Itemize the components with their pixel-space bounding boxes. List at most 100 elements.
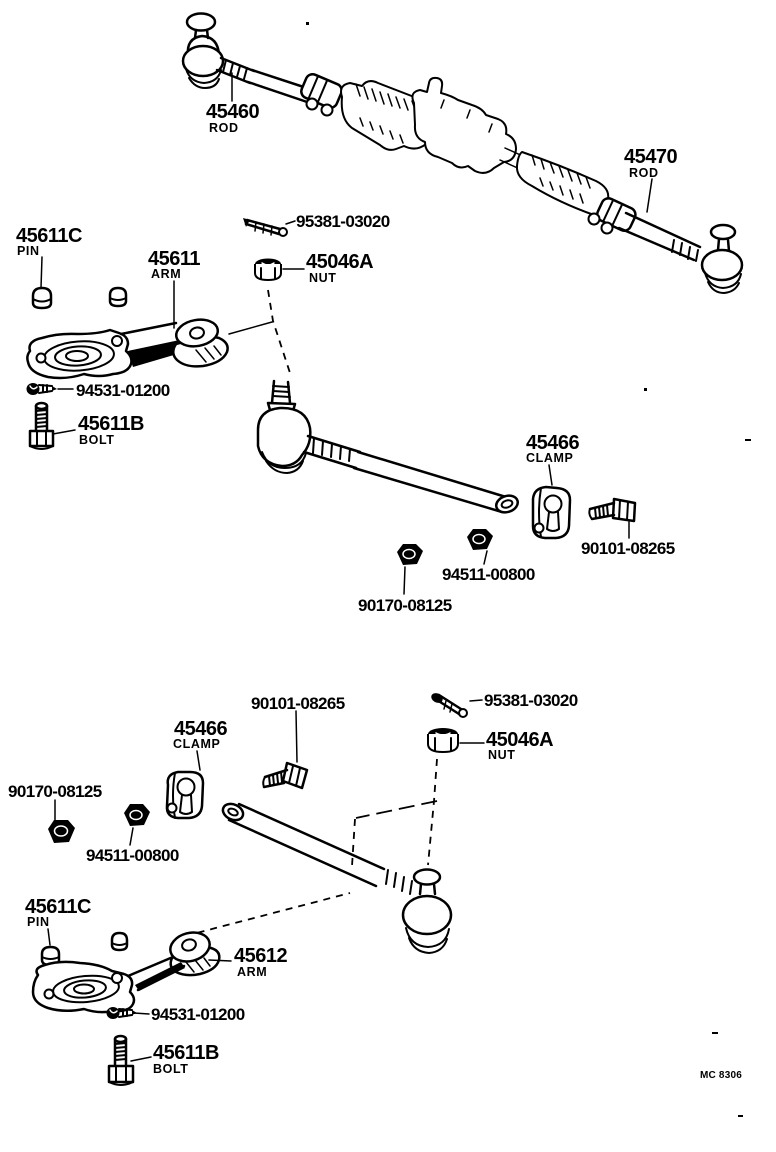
bolt-90101-upper-drawing bbox=[588, 497, 637, 523]
part-name: ARM bbox=[237, 965, 267, 979]
callout-94531-lower: 94531-01200 bbox=[151, 1005, 245, 1024]
coupling-ear-bolt bbox=[320, 103, 334, 117]
callout-45470: 45470 ROD bbox=[624, 146, 678, 180]
callout-45460: 45460 ROD bbox=[206, 101, 260, 135]
callout-90101-upper: 90101-08265 bbox=[581, 539, 675, 558]
dust-seal-cap-upper bbox=[108, 286, 128, 308]
callout-94531-upper: 94531-01200 bbox=[76, 381, 170, 400]
assembly-dashed-line-upper bbox=[267, 289, 292, 377]
part-name: BOLT bbox=[79, 433, 115, 447]
part-number: 94511-00800 bbox=[442, 565, 535, 584]
part-number: 94531-01200 bbox=[151, 1005, 245, 1024]
nut-45046a-lower-drawing bbox=[427, 728, 459, 753]
part-name: ARM bbox=[151, 267, 181, 281]
callout-94511-upper: 94511-00800 bbox=[442, 565, 535, 584]
assembly-dashed-line-lower-cross bbox=[355, 800, 438, 819]
part-number: 45470 bbox=[624, 146, 677, 168]
part-number: 45612 bbox=[234, 945, 287, 967]
nut-94511-lower-drawing bbox=[124, 804, 150, 826]
cotter-pin-95381-upper-drawing bbox=[243, 218, 288, 237]
bolt-90101-lower-drawing bbox=[262, 761, 309, 790]
callout-45611B-upper: 45611B BOLT bbox=[78, 413, 145, 447]
diagram-code: MC 8306 bbox=[700, 1070, 742, 1081]
part-number: 90101-08265 bbox=[581, 539, 675, 558]
steering-rack-housing-drawing bbox=[411, 76, 528, 174]
dust-seal-cap-lower bbox=[110, 931, 129, 952]
callout-45466-upper: 45466 CLAMP bbox=[526, 432, 580, 465]
clamp-45466-upper-drawing bbox=[531, 485, 572, 540]
part-number: 45611B bbox=[153, 1042, 219, 1064]
part-name: ROD bbox=[629, 166, 659, 180]
clamp-45466-lower-drawing bbox=[165, 770, 205, 820]
callout-90170-upper: 90170-08125 bbox=[358, 596, 452, 615]
assembly-dashed-line-lower-rod bbox=[351, 818, 356, 867]
part-number: 90101-08265 bbox=[251, 694, 345, 713]
pin-cap-45611c-upper-drawing bbox=[31, 286, 53, 310]
part-number: 45460 bbox=[206, 101, 259, 123]
part-number: 45611C bbox=[25, 896, 91, 918]
part-name: CLAMP bbox=[526, 451, 573, 465]
part-number: 95381-03020 bbox=[296, 212, 390, 231]
part-number: 45611C bbox=[16, 225, 82, 247]
leader-lines-lower bbox=[47, 699, 485, 1062]
diagram-region-upper: 45460 ROD 45470 ROD 95381-03020 45611C P… bbox=[16, 12, 744, 615]
part-number: 94531-01200 bbox=[76, 381, 170, 400]
coupling-ear-bolt bbox=[305, 97, 319, 111]
rivet-94531-lower-drawing bbox=[106, 1007, 137, 1019]
nut-45046a-upper-drawing bbox=[254, 258, 282, 281]
rivet-94531-upper-drawing bbox=[26, 383, 57, 395]
callout-45611C-upper: 45611C PIN bbox=[16, 225, 83, 258]
callout-95381-lower: 95381-03020 bbox=[484, 691, 578, 710]
part-name: ROD bbox=[209, 121, 239, 135]
part-number: 45611B bbox=[78, 413, 144, 435]
assembly-dashed-line-lower-arm bbox=[184, 892, 351, 937]
part-name: PIN bbox=[27, 915, 50, 929]
callout-45611: 45611 ARM bbox=[148, 248, 201, 281]
part-number: 45466 bbox=[526, 432, 579, 454]
assembly-pointer-line-upper bbox=[228, 321, 273, 335]
knuckle-arm-45612-drawing bbox=[31, 931, 221, 1014]
part-name: PIN bbox=[17, 244, 40, 258]
callout-45612: 45612 ARM bbox=[234, 945, 288, 979]
part-number: 45046A bbox=[486, 729, 553, 751]
part-number: 90170-08125 bbox=[8, 782, 102, 801]
relay-rod-drawing bbox=[256, 379, 519, 514]
part-number: 95381-03020 bbox=[484, 691, 578, 710]
callout-45466-lower: 45466 CLAMP bbox=[173, 718, 228, 751]
callout-45046A-upper: 45046A NUT bbox=[306, 251, 374, 285]
rack-boot-right-drawing bbox=[515, 151, 610, 216]
diagram-region-lower: 90101-08265 95381-03020 45466 CLAMP 4504… bbox=[8, 691, 578, 1086]
callout-94511-lower: 94511-00800 bbox=[86, 846, 179, 865]
part-name: NUT bbox=[488, 748, 516, 762]
scan-specks bbox=[306, 22, 751, 1117]
nut-94511-upper-drawing bbox=[467, 529, 493, 550]
part-number: 45466 bbox=[174, 718, 227, 740]
tie-rod-45460-drawing bbox=[181, 12, 324, 107]
part-number: 94511-00800 bbox=[86, 846, 179, 865]
callout-45611C-lower: 45611C PIN bbox=[25, 896, 92, 929]
callout-45046A-lower: 45046A NUT bbox=[486, 729, 554, 762]
callout-45611B-lower: 45611B BOLT bbox=[153, 1042, 220, 1076]
part-number: 90170-08125 bbox=[358, 596, 452, 615]
nut-90170-lower-drawing bbox=[48, 820, 75, 843]
part-name: NUT bbox=[309, 271, 337, 285]
callout-90101-lower: 90101-08265 bbox=[251, 694, 345, 713]
bolt-45611b-upper-drawing bbox=[28, 401, 55, 450]
callout-95381-upper: 95381-03020 bbox=[296, 212, 390, 231]
coupling-ear-bolt bbox=[600, 221, 614, 235]
part-name: CLAMP bbox=[173, 737, 220, 751]
part-name: BOLT bbox=[153, 1062, 189, 1076]
leader-lines-upper bbox=[40, 72, 653, 595]
part-number: 45611 bbox=[148, 248, 200, 270]
coupling-ear-bolt bbox=[587, 212, 601, 226]
bolt-45611b-lower-drawing bbox=[107, 1034, 135, 1086]
nut-90170-upper-drawing bbox=[397, 544, 423, 565]
side-rod-drawing bbox=[221, 802, 453, 954]
assembly-dashed-line-lower-stud bbox=[427, 758, 438, 866]
steering-arm-45611-drawing bbox=[26, 318, 229, 380]
part-number: 45046A bbox=[306, 251, 373, 273]
tie-rod-45470-drawing bbox=[617, 211, 744, 294]
callout-90170-lower: 90170-08125 bbox=[8, 782, 102, 801]
